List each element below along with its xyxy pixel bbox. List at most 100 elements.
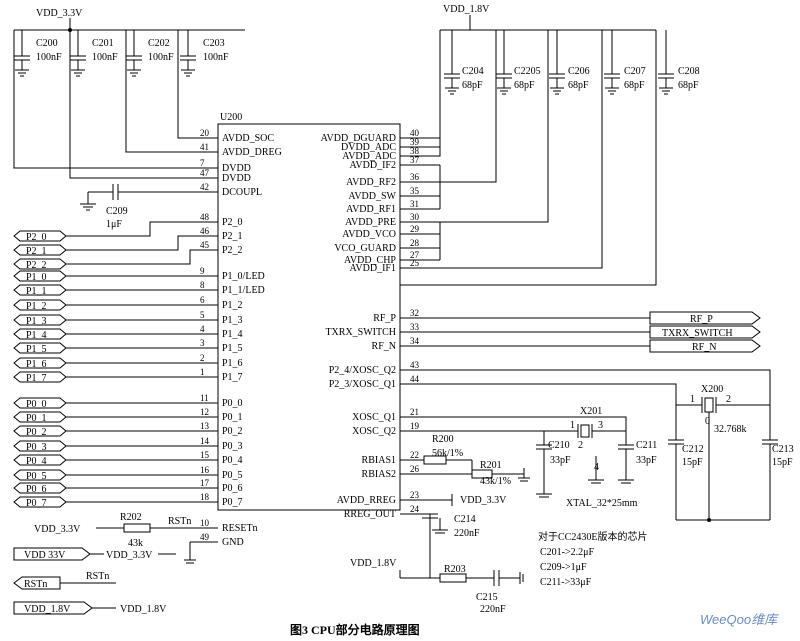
left-pin-number: 5 — [200, 310, 205, 320]
port-connector-label: P1_3 — [26, 316, 47, 327]
left-pin-number: 2 — [200, 353, 205, 363]
c214-ref: C214 — [454, 514, 476, 525]
left-pin-name: DVDD — [222, 163, 251, 174]
right-pin-name: XOSC_Q2 — [352, 426, 396, 437]
r201-val: 43k/1% — [480, 476, 511, 487]
legend-rstn-label: RSTn — [24, 579, 47, 590]
r200-val: 56k/1% — [432, 448, 463, 459]
notes-line1: C201->2.2μF — [540, 547, 595, 558]
cap-c2205: C2205 68pF — [496, 30, 541, 95]
legend-vdd18-net: VDD_1.8V — [120, 604, 167, 615]
left-pin-name: P0_2 — [222, 426, 243, 437]
legend-rstn-net: RSTn — [86, 571, 109, 582]
port-connector-label: P1_7 — [26, 373, 47, 384]
port-connector-label: P2_1 — [26, 246, 47, 257]
left-pin-number: 16 — [200, 465, 210, 475]
left-pin-name: P0_6 — [222, 483, 243, 494]
port-connector-label: P1_0 — [26, 272, 47, 283]
x200-pin2: 2 — [726, 394, 731, 405]
vdd33-top-label: VDD_3.3V — [36, 8, 83, 19]
left-pin-name: P0_1 — [222, 412, 243, 423]
left-pin-number: 11 — [200, 393, 209, 403]
c208-ref: C208 — [678, 66, 700, 77]
port-connector — [13, 230, 67, 242]
right-pin-name: RBIAS2 — [362, 469, 396, 480]
r200-ref: R200 — [432, 434, 454, 445]
right-pin-name: AVDD_SW — [348, 191, 396, 202]
c201-val: 100nF — [92, 52, 118, 63]
port-connector-label: P0_1 — [26, 413, 47, 424]
rf-n-port: RF_N — [692, 342, 716, 353]
left-pin-number: 6 — [200, 295, 205, 305]
c210-val: 33pF — [550, 455, 571, 466]
right-pin-name: RBIAS1 — [362, 455, 396, 466]
left-pin-number: 49 — [200, 532, 210, 542]
c214-val: 220nF — [454, 528, 480, 539]
port-connector-label: P1_1 — [26, 286, 47, 297]
port-connector-label: P0_0 — [26, 399, 47, 410]
c200-val: 100nF — [36, 52, 62, 63]
x201-pin1: 1 — [570, 420, 575, 431]
right-pin-number: 19 — [410, 421, 420, 431]
left-pin-name: P1_0/LED — [222, 271, 265, 282]
x201-pin3: 3 — [598, 420, 603, 431]
p2-wiring — [66, 221, 198, 265]
left-pin-name: P0_3 — [222, 441, 243, 452]
c209-val: 1μF — [106, 219, 122, 230]
x200-freq: 32.768k — [714, 424, 747, 435]
right-pin-number: 33 — [410, 322, 420, 332]
c201-ref: C201 — [92, 38, 114, 49]
x201-ref: X201 — [580, 406, 602, 417]
left-pin-number: 14 — [200, 436, 210, 446]
port-connector-label: P1_4 — [26, 330, 47, 341]
notes-line2: C209->1μF — [540, 562, 587, 573]
c207-val: 68pF — [624, 80, 645, 91]
left-pin-name: P1_2 — [222, 300, 243, 311]
right-pin-number: 25 — [410, 258, 420, 268]
right-pin-name: P2_3/XOSC_Q1 — [329, 379, 396, 390]
left-pin-name: AVDD_DREG — [222, 147, 282, 158]
c200-ref: C200 — [36, 38, 58, 49]
right-pin-number: 28 — [410, 238, 420, 248]
left-pin-name: P0_4 — [222, 455, 243, 466]
right-pin-number: 37 — [410, 155, 420, 165]
crystal-x201: X201 1 3 2 4 C210 33pF C211 33pF XTAL_32… — [400, 406, 657, 509]
right-pin-number: 29 — [410, 224, 420, 234]
right-pin-name: RF_N — [372, 341, 396, 352]
left-pin-name: P1_3 — [222, 315, 243, 326]
watermark: WeeQoo维库 — [700, 612, 779, 627]
left-pin-name: DCOUPL — [222, 187, 262, 198]
crystal-x200: X200 1 2 0 32.768k C212 15pF C213 15pF — [400, 369, 794, 522]
left-pin-number: 12 — [200, 407, 209, 417]
left-pin-name: P1_7 — [222, 372, 243, 383]
left-pin-name: P2_1 — [222, 231, 243, 242]
port-connector — [13, 244, 67, 256]
left-pin-number: 46 — [200, 226, 210, 236]
right-pin-name: RREG_OUT — [344, 509, 396, 520]
right-pin-number: 39 — [410, 137, 420, 147]
right-pin-number: 23 — [410, 490, 420, 500]
left-pin-number: 41 — [200, 142, 209, 152]
c204-val: 68pF — [462, 80, 483, 91]
c202-ref: C202 — [148, 38, 170, 49]
left-pin-number: 10 — [200, 518, 210, 528]
port-connector-label: P0_3 — [26, 442, 47, 453]
right-pin-name: TXRX_SWITCH — [325, 327, 396, 338]
port-connector-label: P0_7 — [26, 498, 47, 509]
r203-ref: R203 — [444, 564, 466, 575]
right-pin-number: 21 — [410, 407, 419, 417]
right-pin-number: 36 — [410, 172, 420, 182]
rstn-net-label: RSTn — [168, 516, 191, 527]
x200-pin1: 1 — [690, 394, 695, 405]
port-connector-label: P1_2 — [26, 301, 47, 312]
c206-ref: C206 — [568, 66, 590, 77]
right-pin-name: AVDD_RREG — [337, 495, 396, 506]
right-pin-name: AVDD_IF1 — [350, 263, 397, 274]
right-pin-name: P2_4/XOSC_Q2 — [329, 365, 396, 376]
left-pin-number: 42 — [200, 182, 209, 192]
x201-pin2: 2 — [578, 440, 583, 451]
io-port-connectors: P2_0P2_1P2_2P1_0P1_1P1_2P1_3P1_4P1_5P1_6… — [13, 230, 198, 509]
right-pin-number: 43 — [410, 360, 420, 370]
